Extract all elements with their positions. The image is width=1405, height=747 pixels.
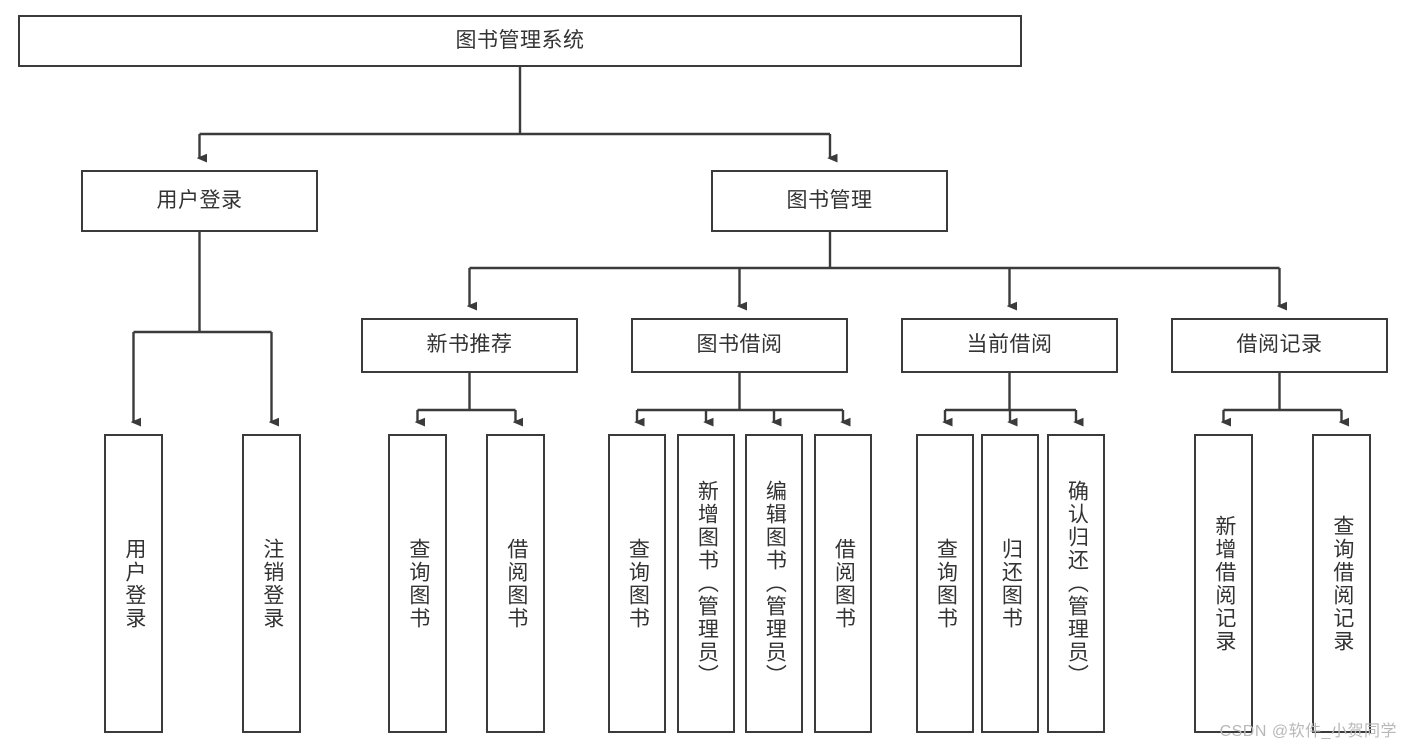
node-leaf-add-record[interactable]: 新增借阅记录 [1194, 434, 1253, 733]
node-book-manage[interactable]: 图书管理 [711, 170, 948, 232]
node-leaf-query-book-1-label: 查询图书 [406, 537, 430, 630]
node-leaf-edit-book[interactable]: 编辑图书（管理员） [745, 434, 803, 733]
node-leaf-query-book-1[interactable]: 查询图书 [388, 434, 447, 733]
node-leaf-query-book-3[interactable]: 查询图书 [916, 434, 974, 733]
node-leaf-user-login[interactable]: 用户登录 [104, 434, 163, 733]
node-leaf-borrow-book-1[interactable]: 借阅图书 [486, 434, 545, 733]
node-book-borrow[interactable]: 图书借阅 [631, 318, 848, 373]
node-leaf-edit-book-label: 编辑图书（管理员） [763, 480, 787, 687]
node-leaf-add-book-label: 新增图书（管理员） [695, 480, 719, 687]
node-leaf-confirm-return[interactable]: 确认归还（管理员） [1047, 434, 1105, 733]
node-leaf-return-book-label: 归还图书 [999, 537, 1023, 630]
node-leaf-query-book-3-label: 查询图书 [934, 537, 958, 630]
node-leaf-add-book[interactable]: 新增图书（管理员） [677, 434, 735, 733]
node-root[interactable]: 图书管理系统 [18, 15, 1022, 67]
node-leaf-return-book[interactable]: 归还图书 [981, 434, 1039, 733]
node-leaf-borrow-book-2-label: 借阅图书 [832, 537, 856, 630]
node-current-borrow[interactable]: 当前借阅 [901, 318, 1118, 373]
node-leaf-query-record[interactable]: 查询借阅记录 [1312, 434, 1371, 733]
node-leaf-logout[interactable]: 注销登录 [242, 434, 301, 733]
csdn-watermark: CSDN @软件_小贺同学 [1219, 723, 1397, 740]
node-root-label: 图书管理系统 [455, 28, 585, 52]
node-leaf-borrow-book-2[interactable]: 借阅图书 [814, 434, 872, 733]
node-book-manage-label: 图书管理 [786, 188, 873, 212]
node-leaf-query-record-label: 查询借阅记录 [1330, 514, 1354, 653]
node-new-book-recommend-label: 新书推荐 [426, 333, 513, 357]
node-leaf-confirm-return-label: 确认归还（管理员） [1065, 480, 1089, 687]
node-borrow-record[interactable]: 借阅记录 [1171, 318, 1388, 373]
node-current-borrow-label: 当前借阅 [966, 333, 1053, 357]
node-leaf-add-record-label: 新增借阅记录 [1212, 514, 1236, 653]
node-leaf-query-book-2[interactable]: 查询图书 [608, 434, 666, 733]
node-book-borrow-label: 图书借阅 [696, 333, 783, 357]
node-leaf-logout-label: 注销登录 [260, 537, 284, 630]
node-leaf-borrow-book-1-label: 借阅图书 [504, 537, 528, 630]
node-leaf-user-login-label: 用户登录 [122, 537, 146, 630]
node-user-login-label: 用户登录 [156, 188, 243, 212]
node-leaf-query-book-2-label: 查询图书 [626, 537, 650, 630]
node-borrow-record-label: 借阅记录 [1236, 333, 1323, 357]
node-new-book-recommend[interactable]: 新书推荐 [361, 318, 578, 373]
node-user-login[interactable]: 用户登录 [81, 170, 318, 232]
